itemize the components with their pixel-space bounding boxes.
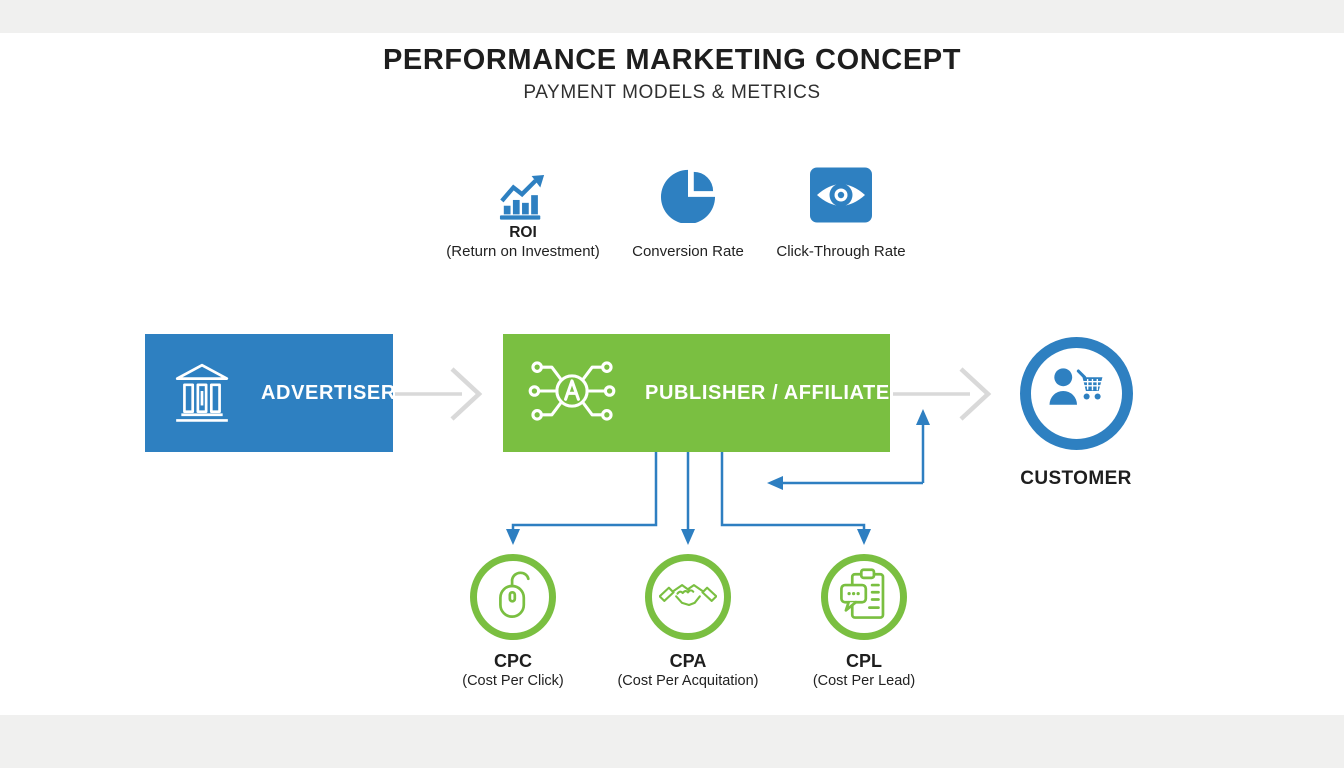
cpc-circle [470, 554, 556, 640]
roi-chart-icon [497, 163, 549, 223]
top-gray-band [0, 0, 1344, 33]
handshake-icon [658, 574, 718, 621]
metric-roi: ROI (Return on Investment) [423, 163, 623, 260]
cpa-label: CPA [669, 651, 707, 671]
metric-conversion-rate: Conversion Rate [588, 163, 788, 260]
advertiser-to-publisher-arrow [395, 367, 483, 421]
cpc-label: CPC [493, 651, 532, 671]
eye-icon [810, 163, 872, 223]
mouse-click-icon [487, 568, 539, 627]
publisher-to-customer-arrow [893, 367, 992, 421]
page-title: PERFORMANCE MARKETING CONCEPT [382, 44, 962, 76]
advertiser-box: ADVERTISER [145, 334, 396, 452]
customer-circle [1020, 337, 1133, 450]
bottom-gray-band [0, 715, 1344, 768]
metric-title: ROI [509, 224, 537, 241]
cpc-caption: (Cost Per Click) [462, 673, 564, 689]
pie-chart-icon [660, 163, 716, 223]
metric-caption: Click-Through Rate [776, 243, 906, 260]
payment-model-cpl: CPL (Cost Per Lead) [764, 554, 964, 689]
cpa-caption: (Cost Per Acquitation) [617, 673, 759, 689]
metric-caption: (Return on Investment) [446, 243, 600, 260]
metric-caption: Conversion Rate [632, 243, 744, 260]
clipboard-chat-icon [837, 567, 891, 628]
publisher-to-models-arrows [506, 452, 871, 545]
publisher-label: PUBLISHER / AFFILIATE [645, 381, 890, 404]
metric-click-through-rate: Click-Through Rate [741, 163, 941, 260]
publisher-box: PUBLISHER / AFFILIATE [503, 334, 890, 452]
advertiser-label: ADVERTISER [261, 381, 396, 404]
cpl-label: CPL [846, 651, 882, 671]
customer-label: CUSTOMER [1020, 468, 1132, 489]
person-cart-icon [1044, 362, 1110, 425]
payment-model-cpa: CPA (Cost Per Acquitation) [588, 554, 788, 689]
bank-icon [171, 360, 233, 427]
affiliate-network-icon [525, 358, 619, 429]
payment-model-cpc: CPC (Cost Per Click) [413, 554, 613, 689]
page-subtitle: PAYMENT MODELS & METRICS [523, 82, 821, 103]
cpl-circle [821, 554, 907, 640]
cpa-circle [645, 554, 731, 640]
cpl-caption: (Cost Per Lead) [812, 673, 916, 689]
